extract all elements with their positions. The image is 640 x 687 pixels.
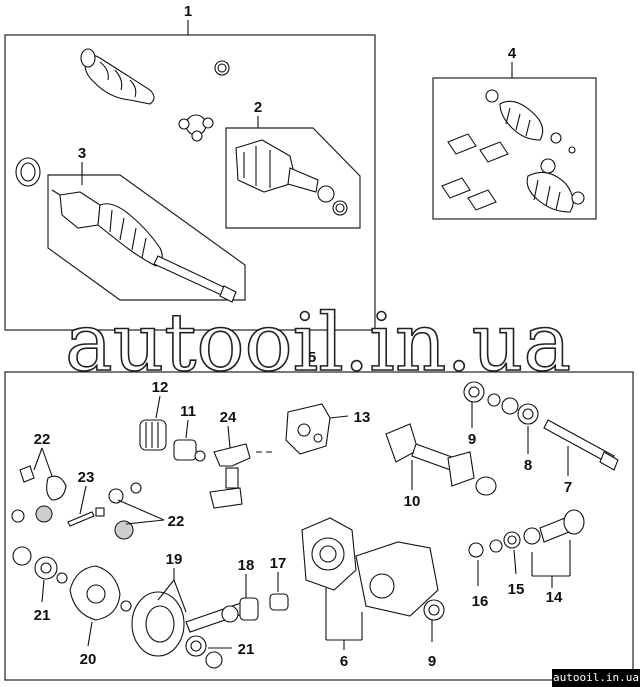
side-gears-22 [11,465,142,540]
outer-boot [80,48,155,105]
callout-12: 12 [152,379,169,396]
boot-kit-boot-outer [485,89,576,174]
bearing-15 [503,531,521,549]
axle-shaft-assembly [51,189,237,303]
callout-10: 10 [404,493,421,510]
boot-clamp-small [214,60,230,76]
bearing-12 [139,419,167,451]
bearing-16 [468,539,503,558]
bearing-21-left [12,546,68,584]
tripod-joint [178,114,214,142]
callout-6: 6 [340,653,348,670]
boot-kit-frame [432,77,597,220]
callout-16: 16 [472,593,489,610]
callout-3: 3 [78,145,86,162]
pinion-shaft-23 [67,507,105,527]
callout-13: 13 [354,409,371,426]
flange-24 [209,443,272,509]
watermark: autooil.in.ua [65,296,571,389]
dust-seal-ring [15,157,41,187]
site-tag: autooil.in.ua [552,669,640,687]
axle-shaft-frame [47,174,246,301]
callout-18: 18 [238,557,255,574]
callout-21-left: 21 [34,607,51,624]
callout-24: 24 [220,409,237,426]
callout-14: 14 [546,589,563,606]
seal-rings-8 [487,393,539,425]
callout-2: 2 [254,99,262,116]
callout-19: 19 [166,551,183,568]
shaft-10 [385,423,497,496]
flange-shaft-14 [523,509,585,545]
differential-group-frame [4,371,634,681]
bearing-9-upper [463,381,485,403]
callout-20: 20 [80,651,97,668]
inner-joint-housing [235,139,348,216]
callout-21-right: 21 [238,641,255,658]
housing-6 [301,517,439,617]
bearing-11 [173,439,206,462]
callout-7: 7 [564,479,572,496]
callout-11: 11 [180,403,196,420]
callout-4: 4 [508,45,517,62]
callout-15: 15 [508,581,525,598]
bracket-13 [285,403,331,455]
bearing-21-right [185,635,223,669]
inner-joint-frame [225,127,361,229]
callout-1: 1 [184,3,192,20]
callout-23: 23 [78,469,95,486]
callout-8: 8 [524,457,532,474]
callout-9-upper: 9 [468,431,476,448]
seal-9-lower [423,599,445,621]
leader-lines [33,20,571,650]
half-shaft-7 [543,419,619,471]
spacer-17 [269,593,289,611]
callout-5: 5 [308,349,316,366]
differential-case-20 [69,565,132,621]
callout-9-lower: 9 [428,653,436,670]
bearing-18 [221,597,259,623]
callout-17: 17 [270,555,287,572]
grease-packets [441,133,509,211]
drive-shaft-group-frame [4,34,376,331]
callout-22-left: 22 [34,431,51,448]
callout-22-right: 22 [168,513,185,530]
boot-kit-boot-inner [526,171,585,213]
